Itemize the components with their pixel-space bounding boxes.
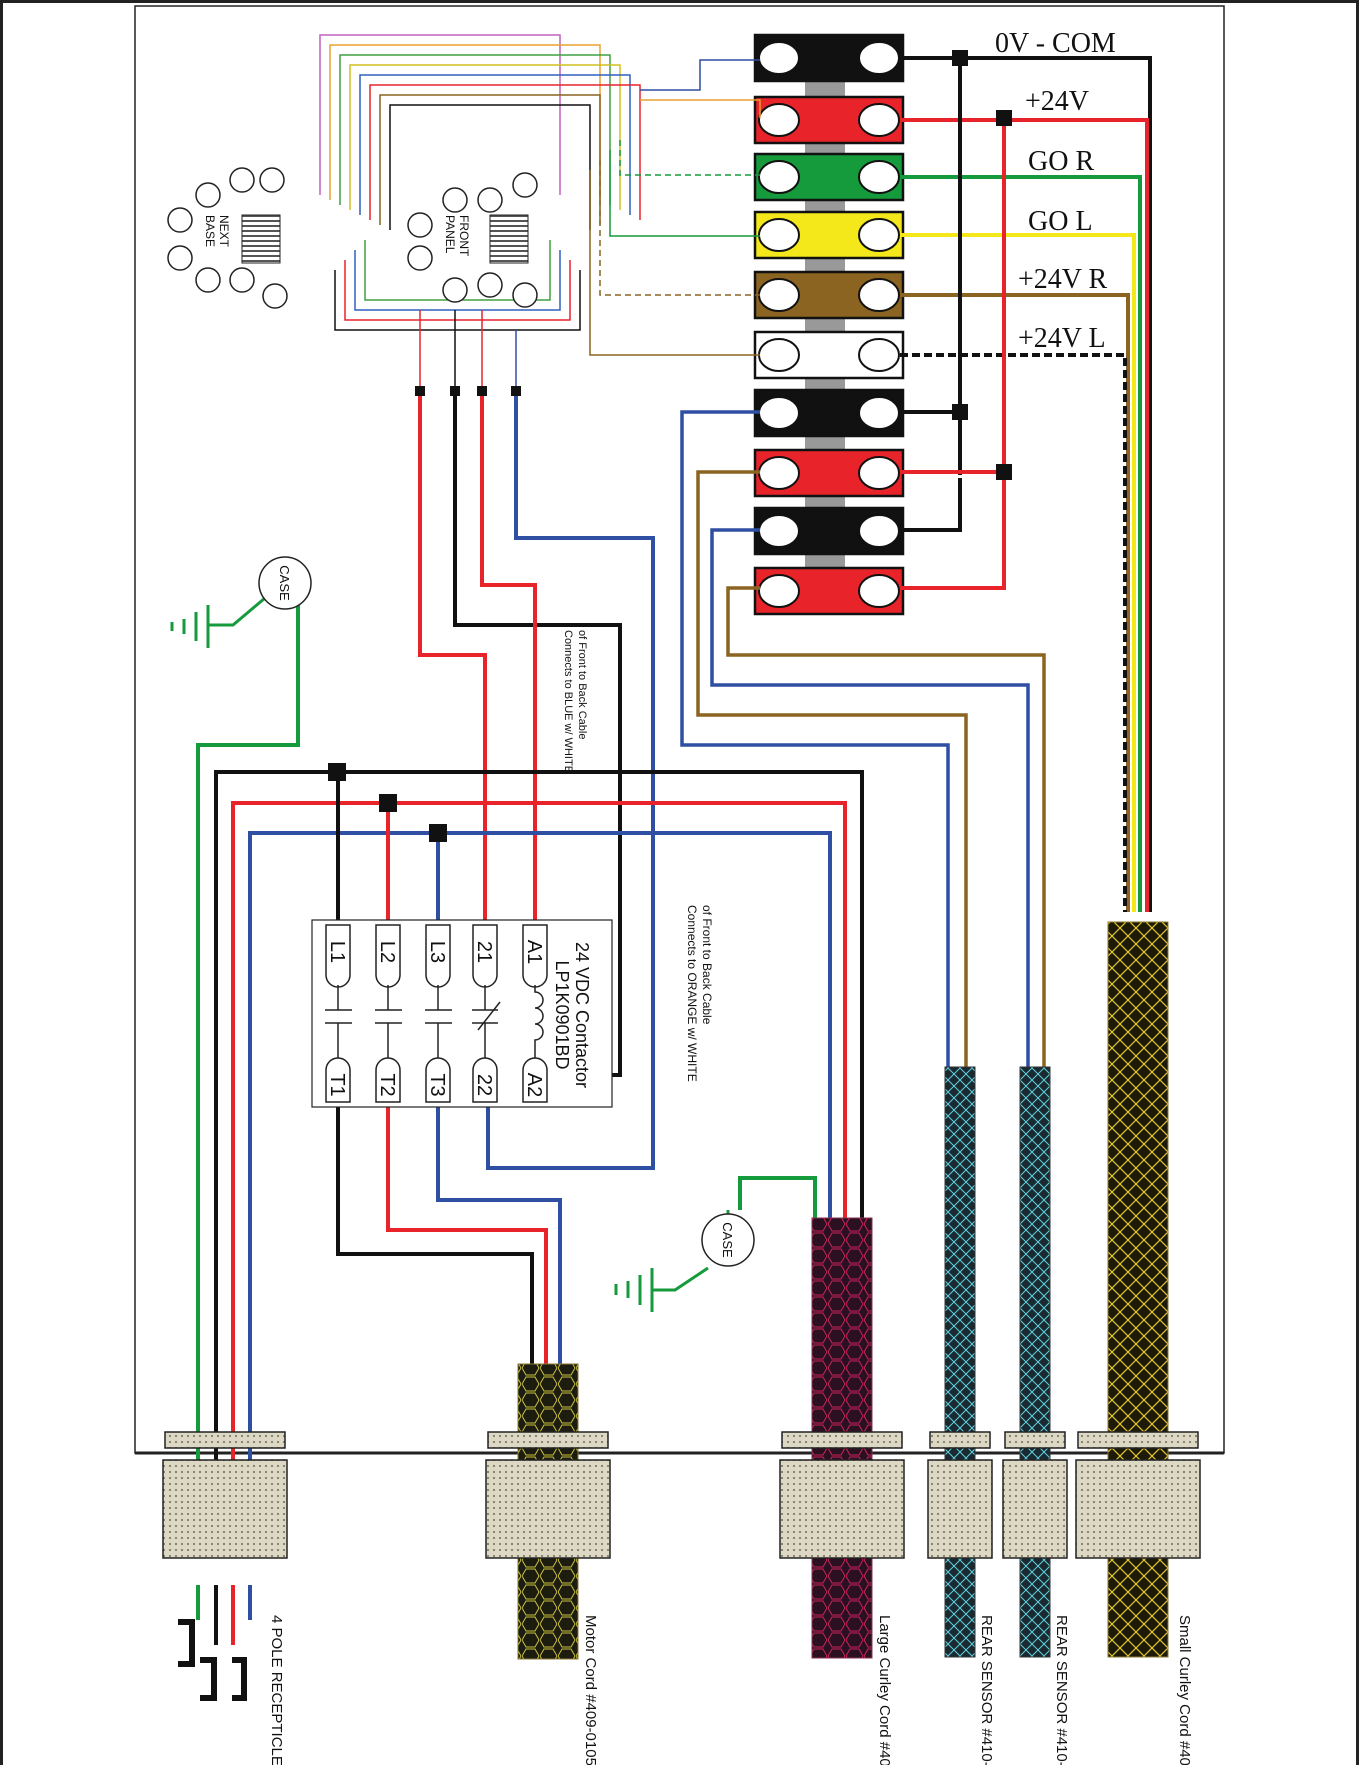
cable-gland [1075, 1431, 1201, 1559]
next-base-socket [262, 283, 288, 309]
cable-gland [162, 1431, 288, 1559]
tap-nodes [415, 386, 521, 396]
contactor-terminal-T3: T3 [425, 1057, 451, 1103]
front-panel-socket [442, 277, 468, 303]
sensor-wires [680, 410, 1046, 1070]
cable-gland [485, 1431, 611, 1559]
receptacle-pins [178, 1585, 252, 1701]
front-panel-socket [477, 272, 503, 298]
svg-text:A2: A2 [523, 1073, 545, 1097]
cable-gland [779, 1431, 905, 1559]
board-connectors: NEXTBASE FRONTPANEL [167, 167, 538, 309]
case-terminal [701, 1213, 755, 1267]
label-0v-com: 0V - COM [995, 28, 1116, 59]
motor-wires [336, 1085, 562, 1365]
svg-text:21: 21 [473, 941, 495, 963]
svg-text:22: 22 [473, 1074, 495, 1096]
ground-top: CASE [170, 556, 312, 648]
case-label: CASE [720, 1222, 735, 1258]
ground-bottom: CASE [614, 1210, 755, 1312]
terminal-block-green [753, 152, 905, 202]
svg-text:T1: T1 [326, 1073, 348, 1096]
front-panel-socket [407, 212, 433, 238]
front-panel-socket [512, 172, 538, 198]
front-panel-socket [407, 245, 433, 271]
case-terminal [258, 556, 312, 610]
svg-text:A1: A1 [523, 940, 545, 964]
terminal-block-black [753, 388, 905, 438]
label-go-r: GO R [1028, 146, 1094, 177]
front-panel-connector [489, 214, 529, 264]
label-small-curley: Small Curley Cord #400-0037 [1176, 1615, 1193, 1765]
contactor-model: LP1K0901BD [552, 960, 572, 1069]
terminal-wires [900, 56, 1152, 912]
next-base-socket [167, 245, 193, 271]
contactor-terminal-A2: A2 [522, 1057, 548, 1103]
note-orange-white: Connects to ORANGE w/ WHITEof Front to B… [685, 905, 714, 1082]
terminal-block-white [753, 330, 905, 380]
contactor-terminal-22: 22 [472, 1057, 498, 1103]
contactor-terminal-L3: L3 [425, 924, 451, 988]
next-base-socket [229, 167, 255, 193]
terminal-block-black [753, 33, 905, 83]
front-panel-socket [442, 187, 468, 213]
next-base-label: NEXTBASE [203, 215, 231, 248]
contactor-terminal-T2: T2 [375, 1057, 401, 1103]
terminal-block-red [753, 566, 905, 616]
case-label: CASE [277, 565, 292, 601]
terminal-blocks [753, 33, 905, 616]
cable-gland [1002, 1431, 1068, 1559]
contactor-terminal-L1: L1 [325, 924, 351, 988]
label-rear-sensor-2: REAR SENSOR #410-0125 [1053, 1615, 1070, 1765]
rear-sensor-cable-1 [944, 1066, 976, 1658]
label-24v-l: +24V L [1018, 323, 1106, 354]
svg-text:T3: T3 [426, 1073, 448, 1096]
next-base-connector [241, 214, 281, 264]
terminal-block-yellow [753, 210, 905, 260]
junction-nodes [952, 50, 1012, 480]
terminal-labels: 0V - COM +24V GO R GO L +24V R +24V L [995, 28, 1116, 354]
label-receptacle: 4 POLE RECEPTICLE [268, 1615, 285, 1765]
label-large-curley: Large Curley Cord #400-0036 [876, 1615, 893, 1765]
terminal-block-red [753, 448, 905, 498]
control-wire-taps [419, 310, 517, 390]
label-rear-sensor-1: REAR SENSOR #410-0125 [978, 1615, 995, 1765]
next-base-socket [167, 207, 193, 233]
next-base-socket [259, 167, 285, 193]
terminal-block-black [753, 506, 905, 556]
label-motor-cord: Motor Cord #409-0105 [582, 1615, 599, 1765]
case-ground-wire [738, 1176, 817, 1220]
svg-text:L3: L3 [426, 941, 448, 963]
front-panel-socket [477, 187, 503, 213]
rear-sensor-cable-2 [1019, 1066, 1051, 1658]
contactor-terminal-T1: T1 [325, 1057, 351, 1103]
front-panel-label: FRONTPANEL [443, 215, 471, 257]
next-base-socket [229, 267, 255, 293]
cord-labels: 4 POLE RECEPTICLE Motor Cord #409-0105 L… [268, 1615, 1193, 1765]
contactor-terminal-L2: L2 [375, 924, 401, 988]
next-base-socket [195, 182, 221, 208]
label-24v: +24V [1025, 86, 1089, 117]
contactor-title: 24 VDC Contactor [572, 942, 592, 1088]
next-base-socket [195, 267, 221, 293]
svg-text:L2: L2 [376, 941, 398, 963]
terminal-block-red [753, 95, 905, 145]
svg-text:T2: T2 [376, 1073, 398, 1096]
cable-glands [162, 1431, 1201, 1559]
label-24v-r: +24V R [1018, 264, 1108, 295]
power-bus [196, 605, 864, 1505]
label-go-l: GO L [1028, 206, 1093, 237]
contactor-terminal-A1: A1 [522, 924, 548, 988]
front-panel-socket [512, 282, 538, 308]
terminal-block-brown [753, 270, 905, 320]
svg-text:L1: L1 [326, 941, 348, 963]
contactor-terminal-21: 21 [472, 924, 498, 988]
bus-nodes [328, 763, 447, 842]
board-wiring [319, 34, 761, 356]
cable-gland [927, 1431, 993, 1559]
